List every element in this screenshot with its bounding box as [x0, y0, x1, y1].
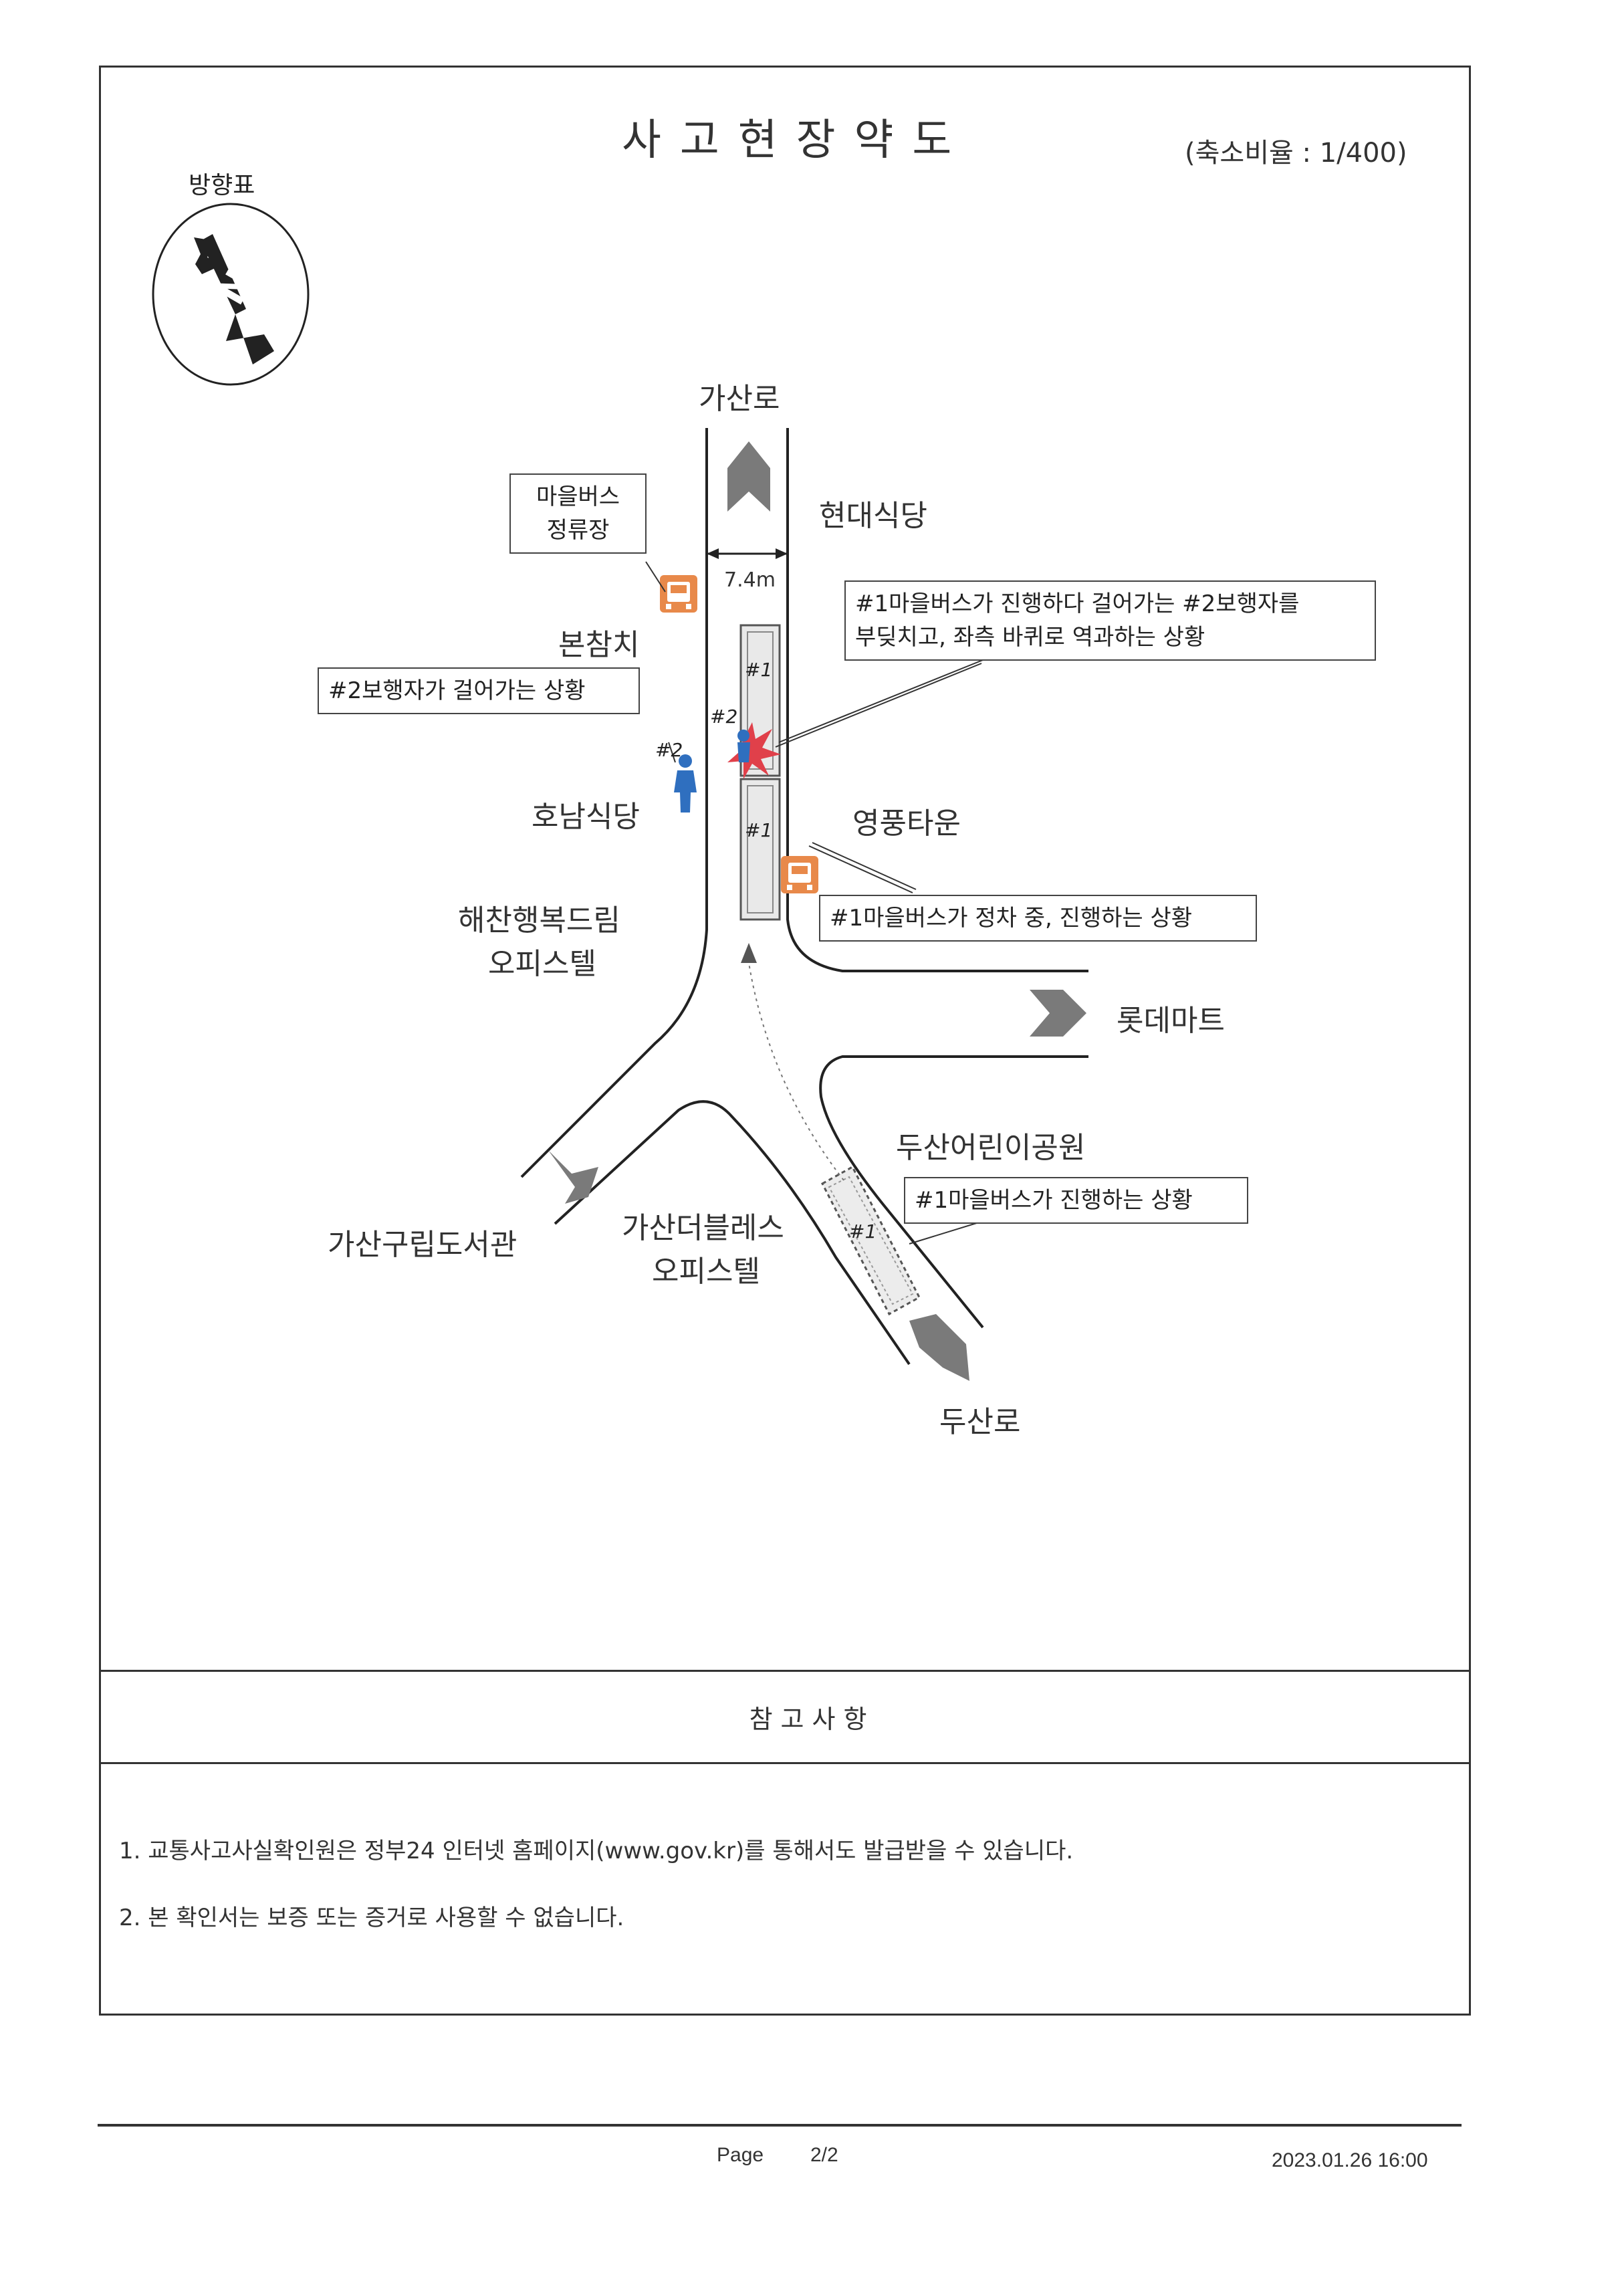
- label-dusan-park: 두산어린이공원: [896, 1131, 1086, 1165]
- label-honam-restaurant: 호남식당: [532, 800, 640, 834]
- label-dusan-ro: 두산로: [939, 1405, 1021, 1439]
- pedestrian-icon-walking: [674, 754, 697, 813]
- arrow-north-icon: [727, 441, 770, 512]
- page-title: 사고현장약도: [622, 116, 971, 165]
- label-haechan-line1: 해찬행복드림: [458, 903, 620, 938]
- footer-rule: [98, 2124, 1462, 2127]
- mark-bus-moving: #1: [849, 1220, 877, 1242]
- label-haechan-line2: 오피스텔: [488, 947, 596, 981]
- callout-accident: #1마을버스가 진행하다 걸어가는 #2보행자를 부딪치고, 좌측 바퀴로 역과…: [844, 580, 1376, 661]
- callout-pedestrian: #2보행자가 걸어가는 상황: [318, 667, 640, 714]
- arrow-southwest-icon: [548, 1150, 598, 1204]
- label-youngpung-town: 영풍타운: [852, 806, 961, 841]
- arrow-east-icon: [1030, 990, 1086, 1037]
- label-gasan-library: 가산구립도서관: [328, 1228, 517, 1262]
- label-bonchamchi: 본참치: [558, 628, 640, 662]
- footer-datetime: 2023.01.26 16:00: [1272, 2149, 1428, 2171]
- label-gasan-ro: 가산로: [699, 382, 780, 416]
- callout-stopped-bus: #1마을버스가 정차 중, 진행하는 상황: [819, 895, 1257, 942]
- impact-icon: [727, 722, 781, 779]
- label-gasan-double-line1: 가산더블레스: [622, 1211, 784, 1245]
- bus-stop-label-line2: 정류장: [546, 517, 610, 544]
- label-gasan-double-line2: 오피스텔: [652, 1255, 760, 1289]
- bus-moving: [821, 1165, 921, 1316]
- mark-bus-stopped: #1: [745, 819, 773, 841]
- bus-stop-label-line1: 마을버스: [536, 483, 620, 510]
- compass-label: 방향표: [189, 172, 255, 199]
- footer-page-label: Page: [717, 2144, 764, 2166]
- bus-stop-icon-north: [660, 575, 697, 613]
- bus-stop-label-box: 마을버스 정류장: [509, 473, 647, 554]
- north-arrow-icon: N: [152, 203, 310, 386]
- callout-moving-bus: #1마을버스가 진행하는 상황: [904, 1177, 1248, 1224]
- section-divider: [99, 1670, 1471, 1672]
- scale-ratio: (축소비율 : 1/400): [1185, 138, 1407, 169]
- document-frame: [99, 66, 1471, 2016]
- road-lines: [520, 428, 1088, 1366]
- notes-heading-divider: [99, 1762, 1471, 1764]
- notes-heading: 참고사항: [749, 1705, 875, 1734]
- direction-arrows: [548, 441, 1086, 1381]
- note-item-1: 1. 교통사고사실확인원은 정부24 인터넷 홈페이지(www.gov.kr)를…: [119, 1838, 1074, 1864]
- callout-accident-line2: 부딪치고, 좌측 바퀴로 역과하는 상황: [855, 624, 1205, 651]
- road-width-marker: [707, 548, 788, 559]
- label-lotte-mart: 롯데마트: [1117, 1004, 1225, 1038]
- road-width-label: 7.4m: [724, 568, 776, 592]
- arrow-southeast-icon: [909, 1314, 969, 1381]
- mark-bus-impact: #1: [745, 659, 773, 681]
- note-item-2: 2. 본 확인서는 보증 또는 증거로 사용할 수 없습니다.: [119, 1905, 624, 1931]
- bus-path: [741, 943, 844, 1181]
- footer-page-number: 2/2: [810, 2144, 838, 2166]
- label-hyundai-restaurant: 현대식당: [819, 499, 927, 533]
- bus-stop-icon-south: [781, 856, 818, 893]
- mark-pedestrian-walking: #2: [655, 739, 683, 761]
- callout-accident-line1: #1마을버스가 진행하다 걸어가는 #2보행자를: [855, 590, 1300, 617]
- mark-pedestrian-impact: #2: [710, 706, 738, 728]
- bus-stopped: [739, 778, 781, 921]
